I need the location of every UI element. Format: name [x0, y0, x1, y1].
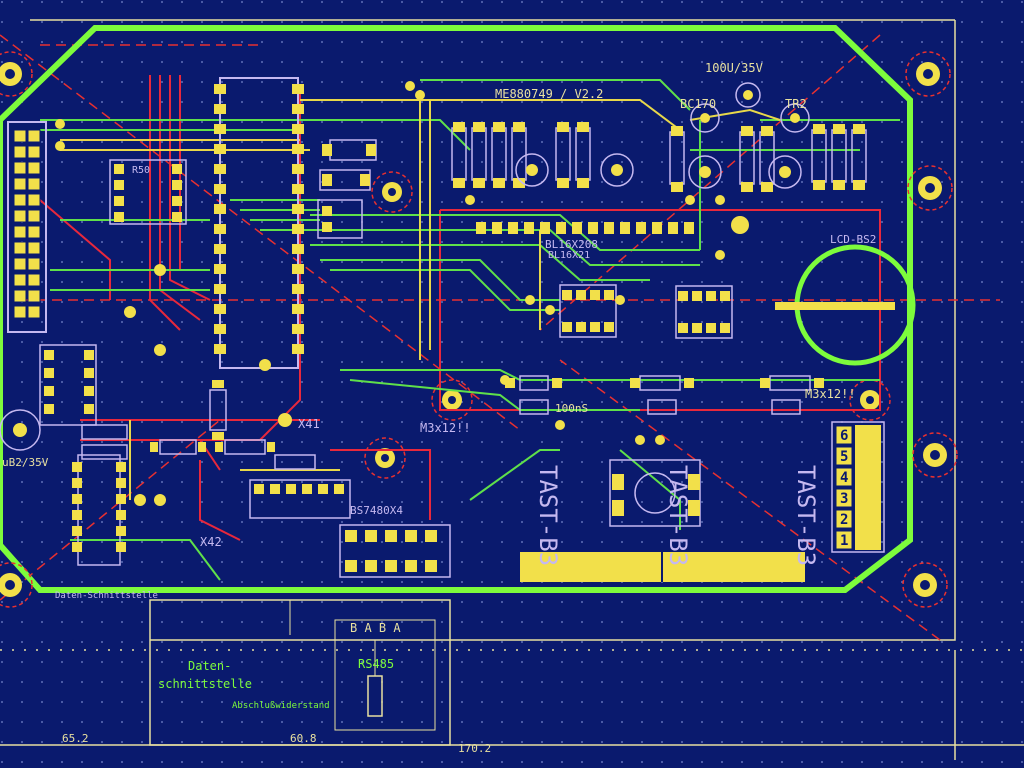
key-strip: [520, 552, 805, 582]
components-bottom-left: uB2/35V: [0, 344, 128, 566]
dim-1: 65.2: [62, 732, 89, 745]
mount-hole-top-right: [905, 51, 951, 97]
components-bottom-mid: BS7480X4 X41 X42: [150, 380, 451, 578]
mount-hole-inner-left: [371, 171, 413, 213]
mount-hole-inner-low: [364, 437, 406, 479]
vias: [55, 81, 749, 506]
crystal-area: [317, 139, 377, 239]
num-6: 6: [840, 428, 848, 444]
mount-hole-right-upper: [907, 165, 953, 211]
label-tast-c: TAST-B3: [792, 465, 820, 566]
cap-row-bottom: 100nS: [505, 375, 824, 415]
ic-mid-a: [559, 284, 617, 338]
num-5: 5: [840, 449, 848, 465]
mount-hole-bottom-right: [902, 562, 948, 608]
dim-2: 60.8: [290, 732, 317, 745]
label-tr2: TR2: [785, 97, 807, 111]
num-3: 3: [840, 491, 848, 507]
label-chip-mid: BL16X208: [545, 238, 598, 251]
tast-switches: [609, 459, 701, 527]
label-abschluss: Abschlußwiderstand: [232, 701, 330, 711]
label-cap-left: uB2/35V: [2, 456, 49, 469]
mount-hole-inner-mid: [431, 379, 473, 421]
label-mount-right: M3x12!!: [805, 387, 856, 401]
board-outline: [0, 25, 913, 593]
capacitor-top: 100U/35V: [705, 61, 763, 108]
ic-mid-b: [675, 285, 733, 339]
label-tast-a: TAST-B3: [534, 465, 562, 566]
schnittstelle-block: B A B A Daten- schnittstelle RS485 Absch…: [55, 591, 451, 746]
label-x42: X42: [200, 535, 222, 549]
label-cap-top: 100U/35V: [705, 61, 763, 75]
num-4: 4: [840, 470, 848, 486]
label-rs485: RS485: [358, 657, 394, 671]
label-bc-left: BC170: [680, 97, 716, 111]
number-connector: 6 5 4 3 2 1: [831, 421, 885, 553]
mount-hole-bottom-left: [0, 562, 33, 608]
dim-3: 170.2: [458, 742, 491, 755]
mount-hole-top-left: [0, 51, 33, 97]
ic-main-left: [214, 77, 304, 369]
label-lcd: LCD-BS2: [830, 233, 876, 246]
label-chip-mid2: BL16X21: [548, 250, 590, 261]
label-x41: X41: [298, 417, 320, 431]
num-1: 1: [840, 533, 848, 549]
label-daten2: schnittstelle: [158, 677, 252, 691]
yellow-traces: [60, 90, 781, 500]
label-cap-bottom: 100nS: [555, 402, 588, 415]
num-2: 2: [840, 512, 848, 528]
pad-strip-mid: [476, 222, 694, 234]
label-bapa: B A B A: [350, 621, 401, 635]
mount-hole-right-lower: [912, 432, 958, 478]
label-bs-x4: BS7480X4: [350, 504, 403, 517]
mounting-holes: [0, 51, 958, 608]
transistors: [515, 103, 810, 189]
label-r-left: R50: [132, 165, 150, 176]
left-connector: [7, 121, 47, 333]
label-schnitt-header: Daten-Schnittstelle: [55, 591, 158, 601]
resistor-bank-left: R50: [109, 159, 187, 225]
label-daten1: Daten-: [188, 659, 231, 673]
label-tast-b: TAST-B3: [664, 465, 692, 566]
label-mount-left: M3x12!!: [420, 421, 471, 435]
battery-holder: LCD-BS2: [775, 233, 916, 366]
label-board-rev: ME880749 / V2.2: [495, 87, 603, 101]
